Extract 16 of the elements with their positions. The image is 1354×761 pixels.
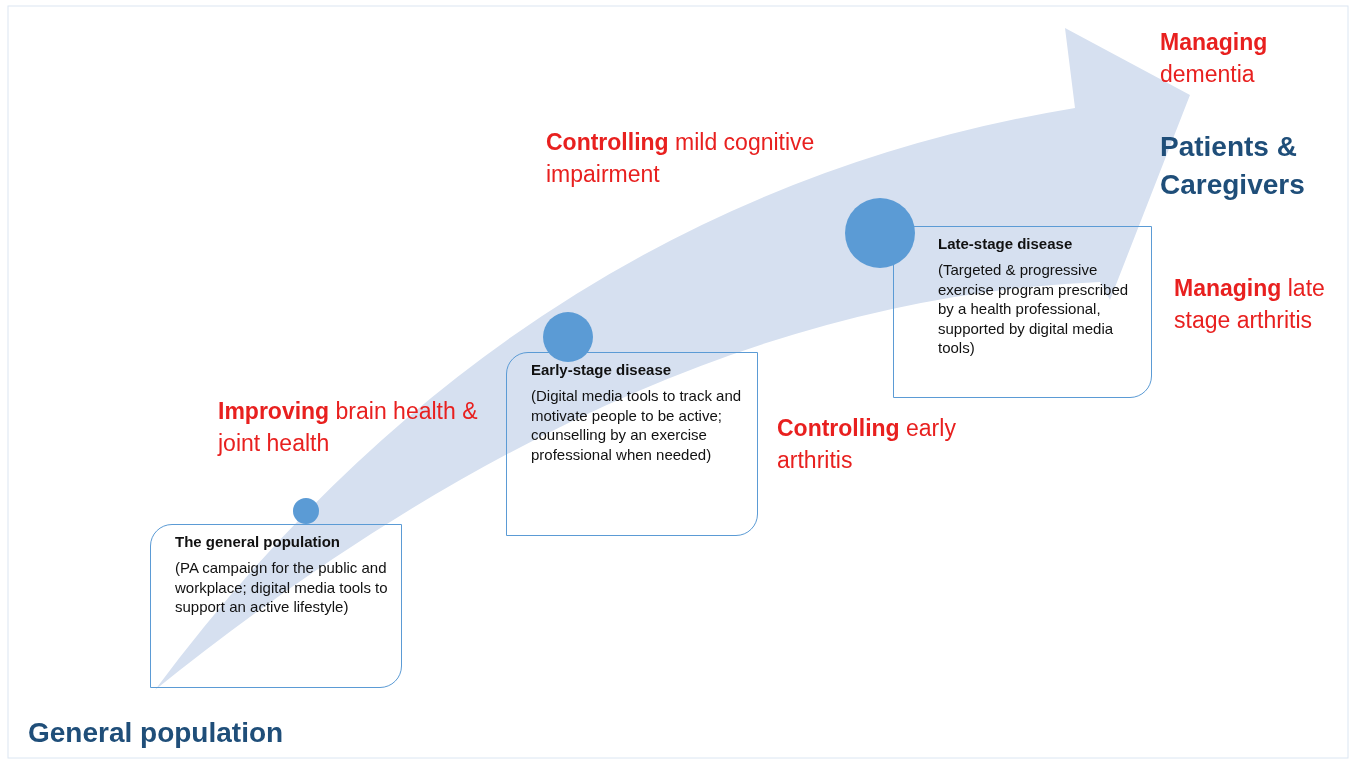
box-heading: Early-stage disease	[531, 361, 673, 378]
box-heading: Late-stage disease	[938, 235, 1074, 252]
goal-text: Managing late stage arthritis	[1174, 274, 1326, 336]
stage-box	[893, 226, 1152, 398]
group-label: General population	[28, 716, 285, 750]
group-label: Patients & Caregivers	[1160, 130, 1306, 202]
stage-box	[506, 352, 758, 536]
stage-box	[150, 524, 402, 688]
box-description: (PA campaign for the public and workplace; digital media tools to support an active lifestyle)	[175, 558, 389, 617]
goal-text: Improving brain health & joint health	[218, 397, 479, 459]
box-description: (Targeted & progressive exercise program prescribed by a health professional, supported by digital media tools)	[938, 260, 1130, 358]
goal-text: Managing dementia	[1160, 28, 1269, 90]
box-heading: The general population	[175, 533, 341, 550]
goal-text: Controlling mild cognitive impairment	[546, 128, 816, 190]
goal-text: Controlling early arthritis	[777, 414, 957, 476]
box-description: (Digital media tools to track and motivate people to be active; counselling by an exercise professional when needed)	[531, 386, 743, 464]
